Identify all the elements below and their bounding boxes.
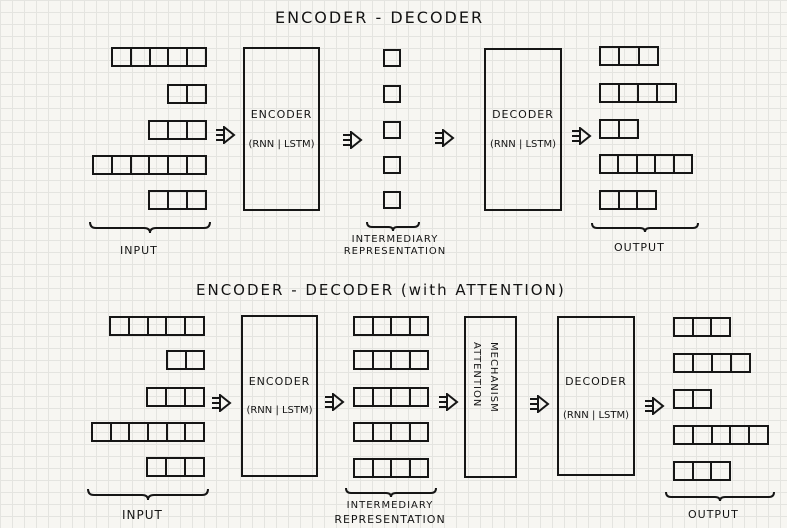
bottom-encoder-box: [241, 315, 318, 477]
top-intermediary-brace: [366, 221, 420, 232]
bottom-decoder-sub: (RNN | LSTM): [562, 410, 630, 421]
top-intermediary-cell-5: [383, 191, 401, 209]
top-decoder-box: [484, 48, 562, 211]
bottom-attention-box: [464, 316, 517, 478]
bottom-intermediary-label-1: INTERMEDIARY: [346, 500, 434, 511]
top-output-vector-2: [599, 83, 677, 103]
bottom-attention-label-2: MECHANISM: [488, 342, 499, 413]
top-intermediary-cell-3: [383, 121, 401, 139]
top-input-vector-3: [148, 120, 207, 140]
top-input-vector-4: [92, 155, 207, 175]
bottom-output-vector-3: [673, 389, 712, 409]
top-arrow-encoder-intermediary: [343, 131, 363, 149]
bottom-intermediary-vector-2: [353, 350, 429, 370]
top-title: ENCODER - DECODER: [275, 8, 485, 27]
bottom-arrow-input-encoder: [212, 394, 232, 412]
top-arrow-decoder-output: [572, 127, 592, 145]
bottom-arrow-encoder-intermediary: [325, 393, 345, 411]
bottom-input-vector-3: [146, 387, 205, 407]
bottom-output-vector-5: [673, 461, 731, 481]
top-decoder-label: DECODER: [492, 108, 554, 121]
top-encoder-sub: (RNN | LSTM): [248, 139, 315, 150]
bottom-intermediary-vector-4: [353, 422, 429, 442]
top-output-vector-1: [599, 46, 659, 66]
top-input-label: INPUT: [120, 244, 158, 257]
bottom-input-label: INPUT: [122, 508, 163, 522]
bottom-input-vector-2: [166, 350, 205, 370]
bottom-decoder-box: [557, 316, 635, 476]
top-output-label: OUTPUT: [614, 241, 665, 254]
bottom-encoder-label: ENCODER: [248, 375, 311, 388]
bottom-encoder-sub: (RNN | LSTM): [246, 405, 313, 416]
top-intermediary-cell-2: [383, 85, 401, 103]
bottom-arrow-attention-decoder: [530, 395, 550, 413]
top-encoder-label: ENCODER: [250, 108, 313, 121]
bottom-output-label: OUTPUT: [688, 508, 739, 521]
top-output-vector-5: [599, 190, 657, 210]
bottom-input-vector-5: [146, 457, 205, 477]
top-output-brace: [591, 222, 699, 233]
bottom-intermediary-label-2: REPRESENTATION: [334, 513, 446, 526]
top-output-vector-3: [599, 119, 639, 139]
top-intermediary-label-2: REPRESENTATION: [343, 246, 447, 257]
bottom-intermediary-brace: [345, 487, 437, 498]
top-intermediary-cell-1: [383, 49, 401, 67]
top-input-vector-5: [148, 190, 207, 210]
top-arrow-intermediary-decoder: [435, 129, 455, 147]
top-intermediary-label-1: INTERMEDIARY: [351, 234, 439, 245]
bottom-output-vector-4: [673, 425, 769, 445]
top-input-vector-2: [167, 84, 207, 104]
bottom-intermediary-vector-5: [353, 458, 429, 478]
top-input-vector-1: [111, 47, 207, 67]
bottom-output-vector-1: [673, 317, 731, 337]
bottom-title: ENCODER - DECODER (with ATTENTION): [196, 281, 566, 299]
top-output-vector-4: [599, 154, 693, 174]
top-decoder-sub: (RNN | LSTM): [489, 139, 557, 150]
bottom-input-brace: [87, 488, 209, 501]
bottom-intermediary-vector-1: [353, 316, 429, 336]
bottom-decoder-label: DECODER: [565, 375, 627, 388]
bottom-output-brace: [665, 491, 775, 502]
top-arrow-input-encoder: [216, 126, 236, 144]
bottom-arrow-decoder-output: [645, 397, 665, 415]
bottom-attention-label-1: ATTENTION: [471, 342, 482, 408]
bottom-input-vector-4: [91, 422, 205, 442]
bottom-intermediary-vector-3: [353, 387, 429, 407]
top-intermediary-cell-4: [383, 156, 401, 174]
bottom-output-vector-2: [673, 353, 751, 373]
bottom-arrow-intermediary-attention: [439, 393, 459, 411]
bottom-input-vector-1: [109, 316, 205, 336]
top-encoder-box: [243, 47, 320, 211]
top-input-brace: [89, 221, 211, 234]
